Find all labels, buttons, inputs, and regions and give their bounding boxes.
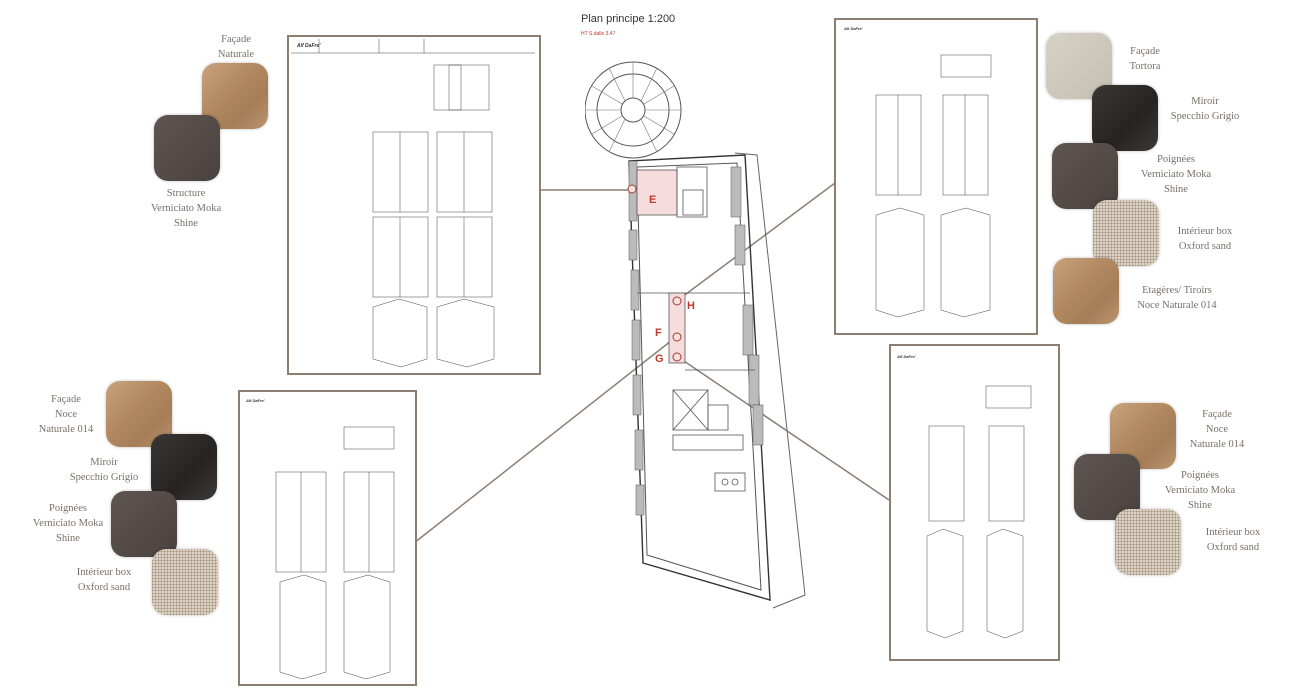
f-facade-label: Façade Noce Naturale 014: [38, 394, 94, 435]
sheet-g: Alf DaFre': [889, 344, 1060, 661]
sheet-e: Alf DaFre': [287, 35, 541, 375]
f-poignees-swatch: [111, 491, 177, 557]
f-miroir-swatch: [151, 434, 217, 500]
room-label-g: G: [655, 353, 664, 365]
sheet-h: Alf DaFre': [834, 18, 1038, 335]
h-etageres-swatch: [1053, 258, 1119, 324]
h-miroir-swatch: [1092, 85, 1158, 151]
room-label-h: H: [687, 300, 695, 312]
h-interieur-label: Intérieur box Oxford sand: [1177, 226, 1233, 252]
e-facade-label: Façade Naturale: [217, 34, 255, 60]
sheet-f: Alf DaFre': [238, 390, 417, 686]
h-interieur-swatch: [1093, 200, 1159, 266]
sheet-h-brand: Alf DaFre': [843, 26, 864, 31]
f-poignees-label: Poignées Verniciato Moka Shine: [32, 503, 104, 544]
room-label-e: E: [649, 194, 656, 206]
sheet-g-brand: Alf DaFre': [896, 354, 917, 359]
e-structure-label: Structure Verniciato Moka Shine: [150, 188, 222, 229]
f-interieur-swatch: [152, 549, 218, 615]
e-structure-swatch: [154, 115, 220, 181]
plan-title: Plan principe 1:200: [581, 13, 676, 25]
sheet-f-brand: Alf DaFre': [245, 398, 266, 403]
f-miroir-label: Miroir Specchio Grigio: [69, 457, 139, 483]
f-interieur-label: Intérieur box Oxford sand: [76, 567, 132, 593]
h-etageres-label: Etagères/ Tiroirs Noce Naturale 014: [1137, 285, 1217, 311]
h-miroir-label: Miroir Specchio Grigio: [1170, 96, 1240, 122]
h-poignees-label: Poignées Verniciato Moka Shine: [1140, 154, 1212, 195]
floor-plan: E H F G: [585, 61, 806, 609]
g-interieur-label: Intérieur box Oxford sand: [1205, 527, 1261, 553]
g-facade-label: Façade Noce Naturale 014: [1189, 409, 1245, 450]
plan-subtitle: HT S.dalle 3.47: [581, 31, 616, 37]
h-poignees-swatch: [1052, 143, 1118, 209]
g-interieur-swatch: [1115, 509, 1181, 575]
sheet-e-brand: Alf DaFre': [296, 43, 321, 49]
g-poignees-label: Poignées Verniciato Moka Shine: [1164, 470, 1236, 511]
h-facade-label: Façade Tortora: [1129, 46, 1161, 72]
room-label-f: F: [655, 327, 662, 339]
